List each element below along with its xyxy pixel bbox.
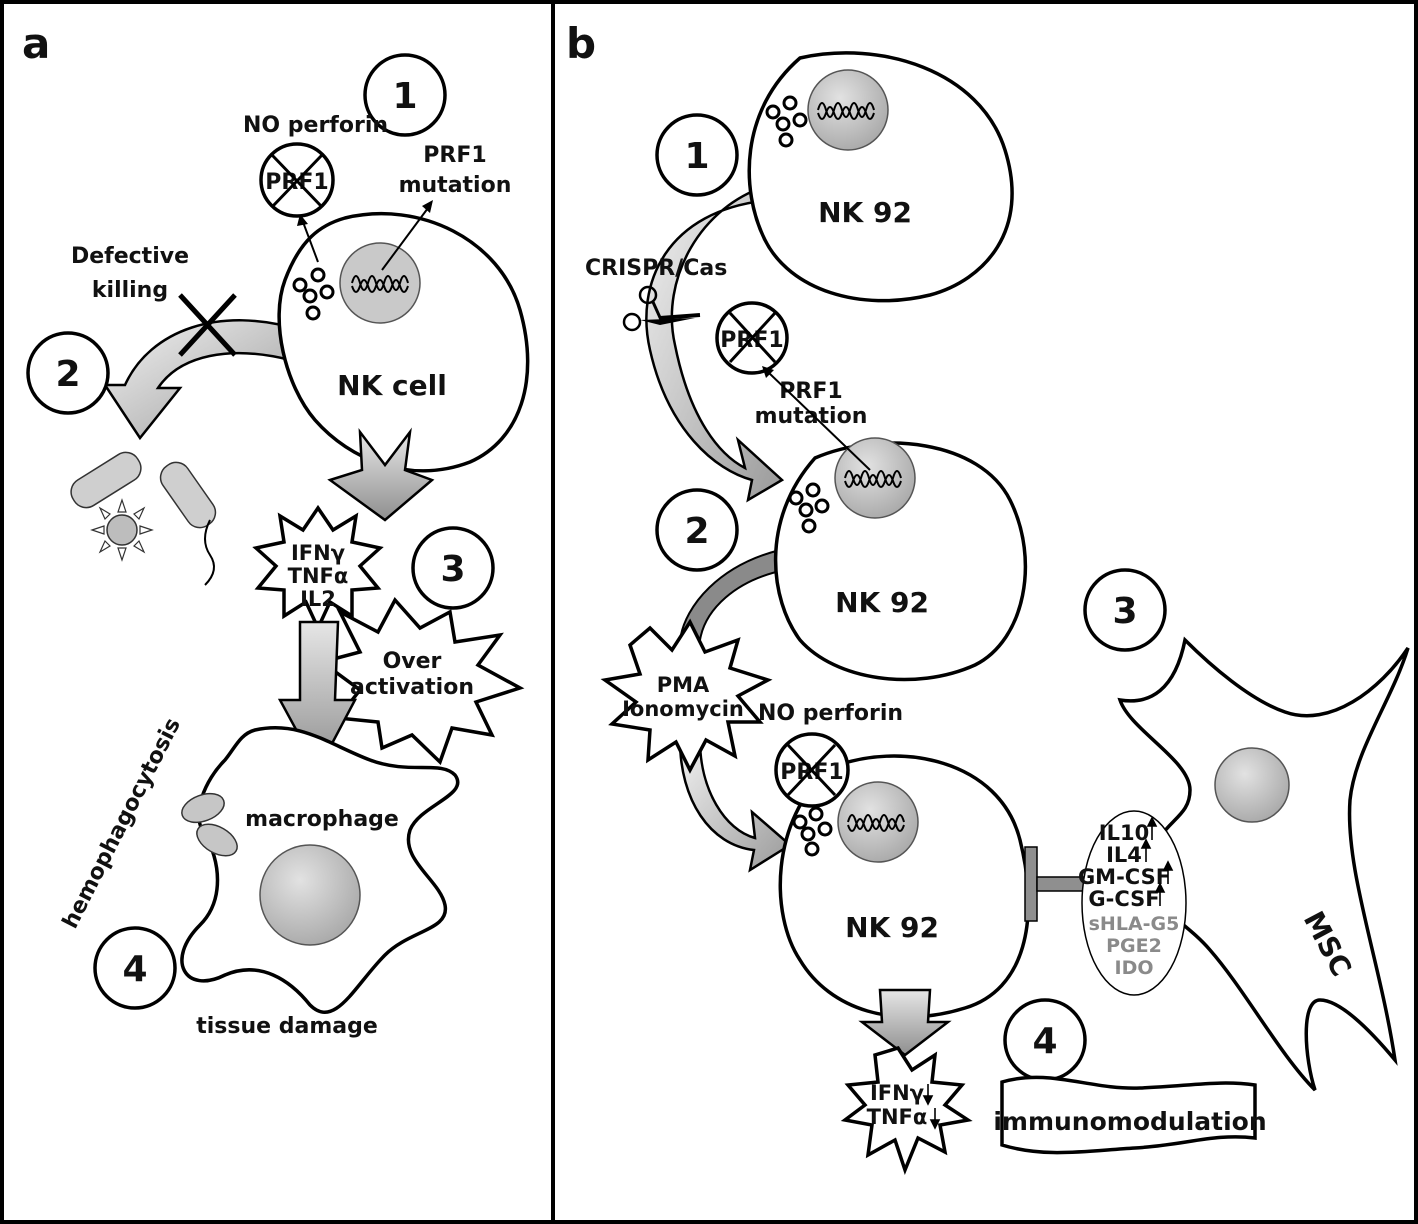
- panel-b-prf1-crossed-top: PRF1: [715, 301, 789, 375]
- panel-a-step-3-number: 3: [440, 549, 465, 590]
- panel-b-factor-shlag5: sHLA-G5: [1089, 913, 1180, 935]
- panel-b-pma-2: Ionomycin: [622, 697, 744, 721]
- scissors-icon: [622, 285, 701, 332]
- panel-a-hemophagocytosis: hemophagocytosis: [58, 714, 186, 932]
- panel-b-immunomodulation-banner: immunomodulation: [993, 1075, 1267, 1155]
- panel-b-nk92-bottom: NK 92: [778, 754, 1031, 1019]
- panel-a-step-2-number: 2: [55, 354, 80, 395]
- panel-a-engulfed-cells: [181, 792, 238, 857]
- panel-a-cytokine-burst: IFNγ TNFα IL2: [252, 504, 384, 633]
- panel-b-crispr: CRISPR/Cas: [585, 256, 727, 281]
- panel-a-prf1-crossed: PRF1: [259, 142, 335, 218]
- panel-a-activation-arrow: [327, 427, 435, 522]
- panel-b: b 1 NK 92 CRISPR/Cas: [566, 19, 1410, 1176]
- panel-a-overactivation-burst: Over activation: [318, 596, 525, 766]
- up-arrow-icons: [1140, 816, 1174, 906]
- panel-b-msc: MSC: [1117, 636, 1410, 1092]
- panel-a-macrophage-label: macrophage: [245, 807, 399, 832]
- panel-b-immunomodulation-label: immunomodulation: [993, 1107, 1266, 1136]
- panel-a-over-2: activation: [350, 675, 474, 700]
- panel-b-factor-il4: IL4: [1106, 843, 1142, 867]
- panel-b-step-4: 4: [1003, 998, 1087, 1082]
- panel-a: a 1 NO perforin PRF1 PRF1 mutation Defec…: [22, 19, 530, 1039]
- panel-b-factor-il10: IL10: [1099, 821, 1149, 845]
- panel-a-step-4: 4: [93, 926, 177, 1010]
- panel-b-step-1-number: 1: [684, 136, 709, 177]
- panel-b-step-1: 1: [655, 113, 739, 197]
- panel-b-factor-pge2: PGE2: [1106, 935, 1162, 957]
- panel-a-no-perforin: NO perforin: [243, 113, 388, 138]
- panel-b-msc-factors: IL10 IL4 GM-CSF G-CSF sHLA-G5 PGE2 IDO: [1078, 810, 1187, 996]
- panel-a-pathogens: [70, 451, 217, 586]
- panel-b-granules-bottom: [792, 806, 833, 857]
- panel-b-prf1-mutation-2: mutation: [755, 404, 868, 429]
- panel-a-step-4-number: 4: [122, 949, 147, 990]
- panel-a-cytokine-tnf: TNFα: [288, 564, 349, 588]
- panel-b-granules-mid: [788, 482, 830, 534]
- panel-b-nk92-top: NK 92: [747, 51, 1014, 303]
- panel-b-factor-ido: IDO: [1115, 957, 1154, 979]
- panel-b-step-4-number: 4: [1032, 1021, 1057, 1062]
- panel-b-prf1-top-label: PRF1: [720, 328, 783, 353]
- panel-b-nk92-mid: NK 92: [773, 437, 1028, 682]
- panel-a-cytokine-il2: IL2: [300, 587, 336, 611]
- panel-b-granules-top: [765, 95, 808, 148]
- panel-a-step-2: 2: [26, 331, 110, 415]
- panel-b-nk92-mid-label: NK 92: [835, 586, 929, 619]
- panel-a-cytokine-ifn: IFNγ: [291, 541, 345, 565]
- panel-b-output-arrow: [858, 988, 952, 1057]
- panel-b-step-3: 3: [1083, 568, 1167, 652]
- panel-a-defective-1: Defective: [71, 244, 189, 269]
- panel-a-step-1-number: 1: [392, 76, 417, 117]
- panel-b-nk92-bottom-label: NK 92: [845, 911, 939, 944]
- panel-b-output-burst: IFNγ TNFα: [840, 1045, 973, 1176]
- panel-a-step-1: 1: [363, 53, 447, 137]
- panel-b-nk92-top-label: NK 92: [818, 196, 912, 229]
- panel-a-nk-cell-label: NK cell: [337, 369, 447, 402]
- panel-b-pma-burst: PMA Ionomycin: [600, 618, 773, 774]
- panel-b-factor-gmcsf: GM-CSF: [1078, 865, 1170, 889]
- panel-b-factor-gcsf: G-CSF: [1088, 887, 1159, 911]
- panel-a-letter: a: [22, 19, 50, 68]
- panel-b-step-2: 2: [655, 488, 739, 572]
- panel-a-tissue-damage: tissue damage: [196, 1014, 378, 1039]
- panel-b-prf1-crossed-bottom: PRF1: [774, 732, 850, 808]
- panel-a-prf1-mutation-1: PRF1: [423, 143, 486, 168]
- down-arrow-icons: [922, 1084, 941, 1130]
- panel-b-step-2-number: 2: [684, 511, 709, 552]
- panel-b-letter: b: [566, 19, 596, 68]
- panel-a-macrophage: macrophage: [180, 725, 460, 1014]
- panel-a-blocked-x: [178, 293, 237, 357]
- panel-a-nk-cell: NK cell: [277, 212, 530, 473]
- panel-a-granules: [292, 267, 335, 321]
- panel-b-inhibition-bar: [1024, 846, 1088, 922]
- panel-a-step-3: 3: [411, 526, 495, 610]
- panel-a-prf1-mutation-2: mutation: [399, 173, 512, 198]
- panel-b-output-ifn: IFNγ: [870, 1081, 924, 1105]
- panel-b-prf1-mutation-1: PRF1: [779, 379, 842, 404]
- panel-a-over-1: Over: [383, 649, 442, 674]
- panel-b-no-perforin: NO perforin: [758, 701, 903, 726]
- panel-a-defective-2: killing: [92, 278, 168, 303]
- panel-b-crispr-arrow: [645, 183, 785, 503]
- panel-b-pma-1: PMA: [657, 673, 710, 697]
- panel-b-output-tnf: TNFα: [867, 1105, 928, 1129]
- panel-b-pma-arrow: [678, 738, 793, 873]
- panel-b-step-3-number: 3: [1112, 591, 1137, 632]
- panel-a-killing-arrow: [102, 319, 302, 441]
